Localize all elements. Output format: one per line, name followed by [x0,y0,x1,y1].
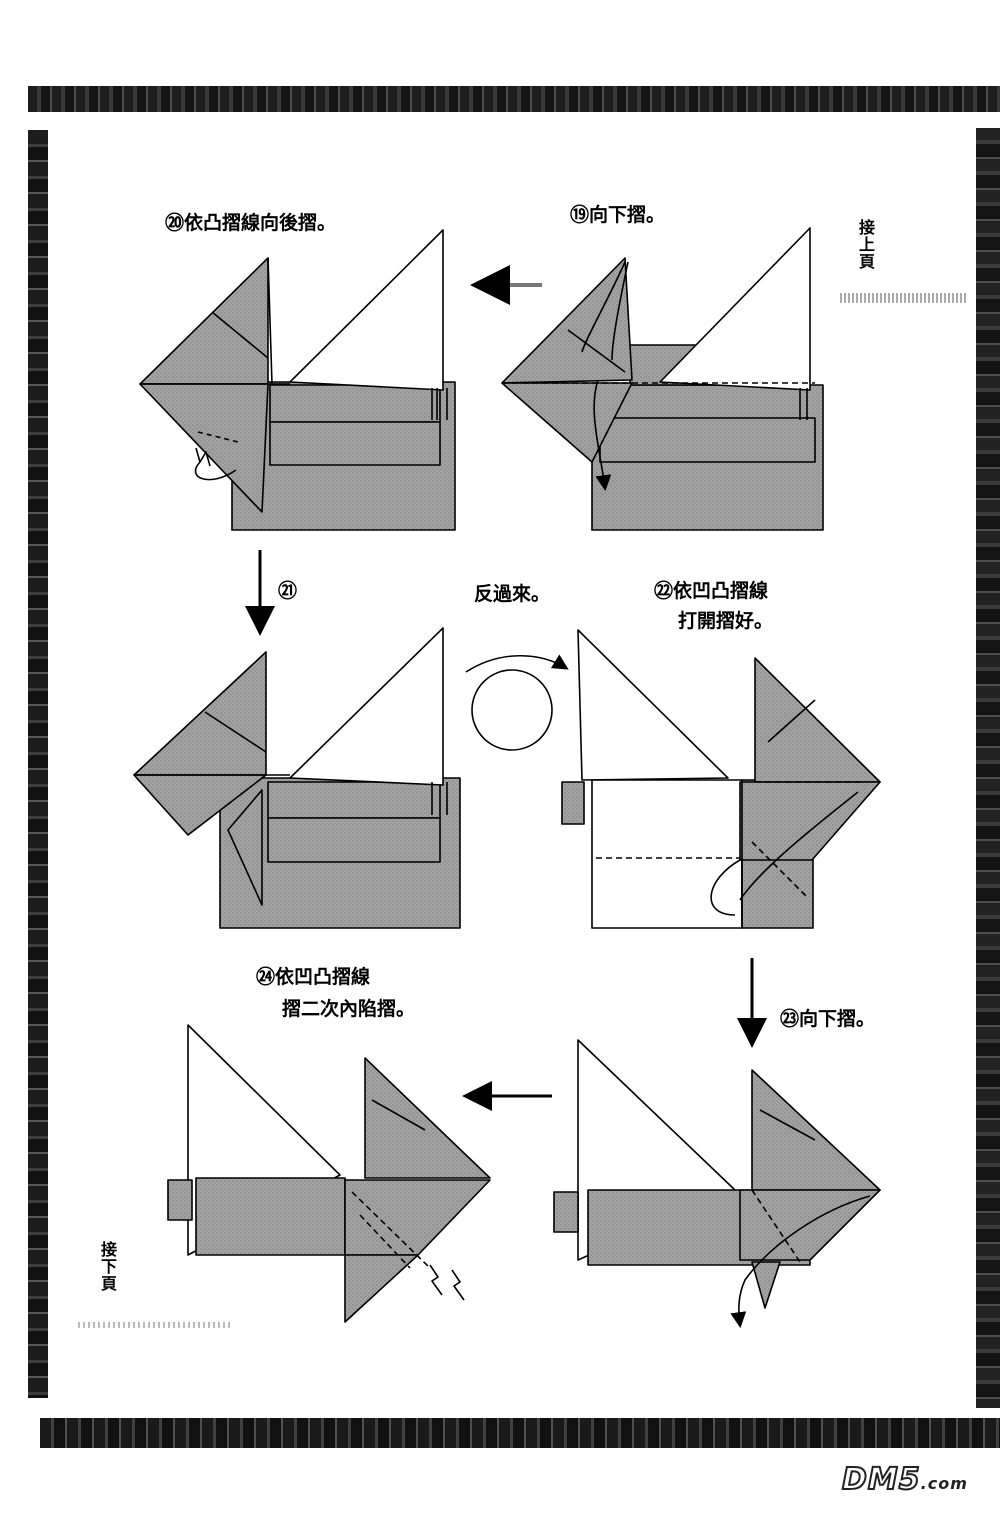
caption-step-20: ⑳依凸摺線向後摺。 [165,212,337,234]
caption-step-23: ㉓向下摺。 [780,1008,876,1030]
caption-step-19: ⑲向下摺。 [570,204,666,226]
dm5-watermark-logo: DM5.com [841,1461,968,1498]
diagram-step-23 [553,1039,881,1329]
continue-from-previous-page: 接上頁 [858,218,875,271]
right-border-band [976,128,1000,1408]
caption-step-24-line1: ㉔依凹凸摺線 [256,966,371,988]
diagram-step-22 [561,629,881,929]
watermark-suffix: .com [920,1474,968,1493]
diagram-step-24 [167,1024,491,1323]
caption-step-24-line2: 摺二次內陷摺。 [282,998,416,1020]
bottom-border-band [40,1418,1000,1448]
diagram-step-20 [139,229,456,531]
diagram-step-21 [133,627,461,929]
turn-over-symbol [465,654,569,751]
watermark-main: DM5 [841,1461,921,1498]
continue-to-next-page: 接下頁 [100,1240,117,1293]
diagram-step-19 [501,227,824,531]
caption-turn-over: 反過來。 [474,583,551,605]
caption-step-22-line1: ㉒依凹凸摺線 [654,580,769,602]
caption-step-21: ㉑ [278,580,298,602]
left-border-band [28,130,48,1398]
caption-step-22-line2: 打開摺好。 [678,610,774,632]
top-border-band [28,86,1000,112]
